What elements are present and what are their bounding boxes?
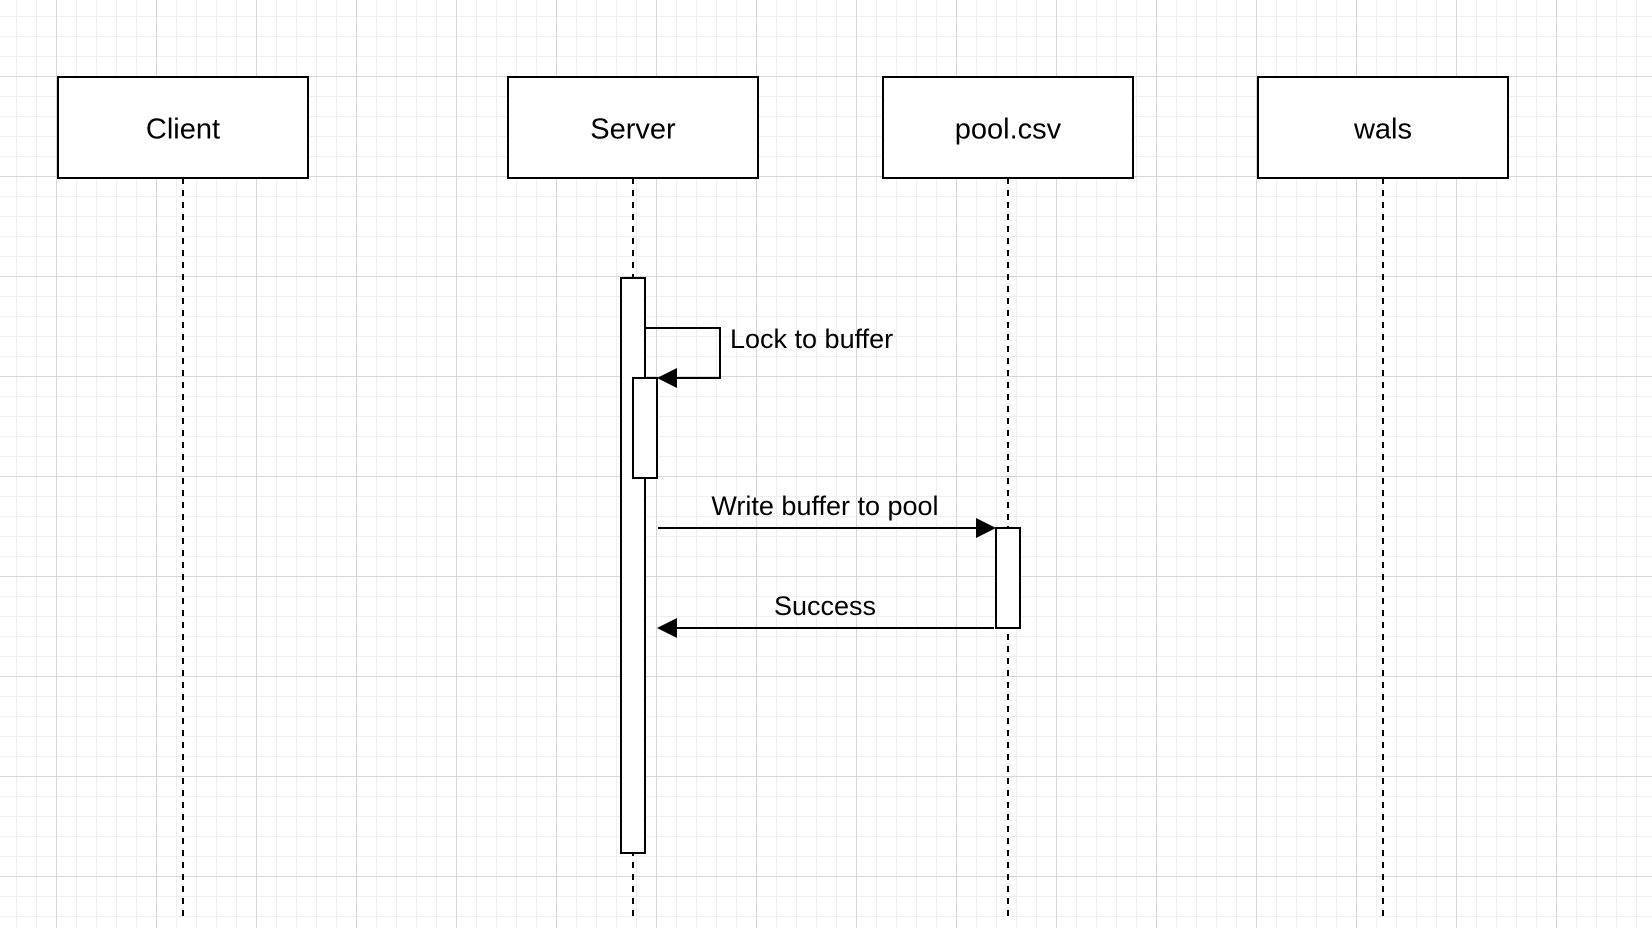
participant-box [507,76,759,179]
participant-client[interactable]: Client [57,76,309,179]
message-label: Success [774,591,876,621]
message-success[interactable]: Success [657,591,994,638]
message-label: Lock to buffer [730,324,893,354]
activation-server-nested[interactable] [632,377,658,479]
participant-wals[interactable]: wals [1257,76,1509,179]
activation-server[interactable] [620,277,646,854]
participant-box [57,76,309,179]
message-label: Write buffer to pool [711,491,938,521]
participant-label: Client [146,114,220,146]
participant-label: pool.csv [955,114,1062,146]
participant-label: Server [590,114,676,146]
message-lock-to-buffer[interactable]: Lock to buffer [645,324,893,388]
participant-label: wals [1353,114,1412,146]
participant-box [1257,76,1509,179]
participant-pool[interactable]: pool.csv [882,76,1134,179]
activation-pool[interactable] [995,527,1021,629]
participant-server[interactable]: Server [507,76,759,179]
self-message-arrow [645,327,721,388]
participant-box [882,76,1134,179]
message-write-buffer-to-pool[interactable]: Write buffer to pool [658,491,996,538]
